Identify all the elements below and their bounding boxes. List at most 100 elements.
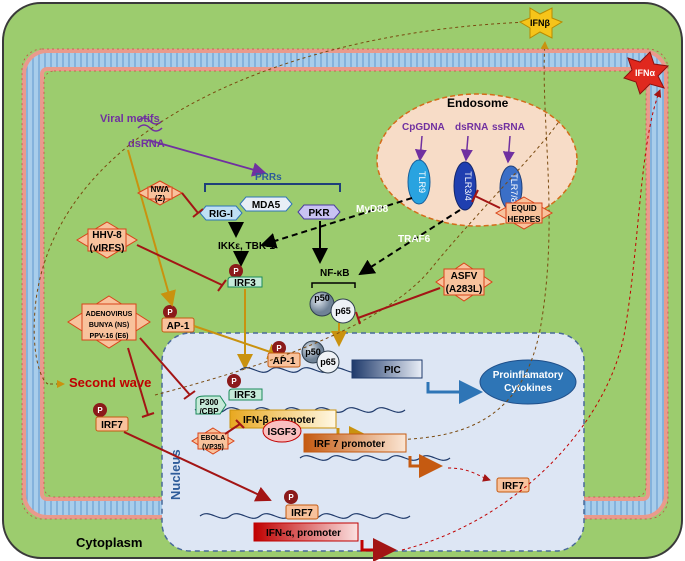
mda5-receptor: MDA5 [239, 196, 293, 212]
nucleus-label: Nucleus [168, 449, 183, 500]
hhv8-label-1: HHV-8 [92, 230, 122, 241]
dsrna-to-prrs-arrow [147, 139, 267, 177]
tlr34-label: TLR3/4 [463, 171, 473, 201]
irf3-nuc-p-label: P [231, 377, 237, 386]
prrs-bracket [204, 183, 341, 192]
ap1-nuc [267, 352, 301, 368]
endosome [376, 93, 578, 227]
irf7-cyto-label: IRF7 [101, 420, 123, 431]
nfkb-label: NF-κB [320, 268, 349, 279]
ifna-star [623, 51, 670, 95]
dsrna-strand-2 [137, 124, 163, 132]
adeno-label-1: ADENOVIRUS [86, 311, 133, 318]
tlr78-receptor: TLR7/8 [499, 165, 523, 211]
pkr-receptor: PKR [297, 204, 341, 220]
prrs-label: PRRs [255, 172, 282, 183]
cpgdna-label: CpGDNA [402, 122, 445, 133]
viral-motifs-label: Viral motifs [100, 113, 160, 125]
pkr-label: PKR [308, 208, 330, 219]
ssrna-label: ssRNA [492, 122, 525, 133]
proinflam-label-1: Proinflamatory [493, 370, 564, 381]
nfkb-p65 [330, 298, 356, 324]
nwa-z-inhibitor: NWA (Z) [136, 180, 184, 206]
equid-label-2: HERPES [508, 215, 542, 224]
irf7-cyto [95, 416, 129, 432]
irf3-p-label: P [233, 267, 239, 276]
ap1-cyto [161, 317, 195, 333]
mda5-label: MDA5 [252, 200, 281, 211]
pic-label: PIC [384, 365, 401, 376]
ifna-secretion-path [401, 89, 662, 551]
cytoplasm-label: Cytoplasm [76, 535, 142, 550]
ap1-nuc-label: AP-1 [273, 356, 296, 367]
irf3-nuc-label: IRF3 [234, 390, 256, 401]
endosome-dsrna-label: dsRNA [455, 122, 488, 133]
p300-label-1: P300 [200, 398, 219, 407]
myd88-label: MyD88 [356, 204, 389, 215]
irf7-output-label: IRF7 [502, 481, 524, 492]
ap1-p-label: P [167, 308, 173, 317]
ikke-label: IKKε, TBK-1 [218, 241, 275, 252]
tlr9-receptor: TLR9 [407, 159, 431, 205]
hhv8-inhibitor: HHV-8 (vIRFS) [76, 221, 138, 259]
asfv-label-2: (A283L) [446, 284, 483, 295]
second-wave-label: Second wave [69, 375, 151, 390]
irf7-nuc-p-label: P [288, 493, 294, 502]
ap1-cyto-label: AP-1 [167, 321, 190, 332]
rig-i-label: RIG-I [209, 209, 233, 220]
ebola-label-1: EBOLA [201, 435, 226, 442]
tlr78-label: TLR7/8 [509, 173, 519, 203]
ifnb-secretion-path [377, 41, 550, 441]
nfkb-p50-label: p50 [314, 293, 330, 303]
irf7-promoter-label: IRF 7 promoter [314, 439, 385, 450]
tlr9-label: TLR9 [417, 171, 427, 193]
irf7-nuc-label: IRF7 [291, 508, 313, 519]
asfv-label-1: ASFV [451, 271, 478, 282]
nuc-p50-label: p50 [305, 347, 321, 357]
adeno-label-2: BUNYA (NS) [89, 322, 129, 329]
p300-cbp [195, 395, 227, 415]
irf7-promoter [303, 433, 407, 453]
ifna-promoter [253, 522, 359, 542]
myd88-arrow [260, 197, 413, 249]
hhv8-label-2: (vIRFS) [90, 243, 125, 254]
isgf3 [262, 419, 302, 443]
dsrna-strand-1 [137, 117, 163, 125]
nuc-p65-label: p65 [320, 357, 336, 367]
ebola-label-2: (VP35) [202, 444, 224, 451]
ebola-inhibitor: EBOLA (VP35) [191, 427, 235, 455]
isgf3-label: ISGF3 [268, 427, 297, 438]
irf7-output [496, 477, 530, 493]
tlr34-receptor: TLR3/4 [453, 161, 477, 211]
ap1-nuc-p-label: P [276, 344, 282, 353]
irf3-nuc [228, 388, 263, 401]
ifna-label: IFNα [635, 68, 655, 78]
proinflam-label-2: Cytokines [504, 383, 552, 394]
adenovirus-inhibitor: ADENOVIRUS BUNYA (NS) PPV-16 (E6) [67, 295, 151, 349]
irf7-cyto-p-label: P [97, 406, 103, 415]
ifnb-label: IFNβ [530, 18, 550, 28]
asfv-inhibitor: ASFV (A283L) [435, 262, 493, 302]
viral-dsrna-label: dsRNA [128, 138, 165, 150]
p300-label-2: /CBP [199, 407, 219, 416]
second-wave-path [154, 119, 561, 396]
irf7-nuc [285, 504, 319, 520]
nwa-label-1: NWA [151, 185, 170, 194]
ifnb-star [518, 7, 564, 39]
ifna-promoter-label: IFN-α, promoter [266, 528, 341, 539]
proinflammatory-cytokines [479, 359, 577, 405]
adeno-label-3: PPV-16 (E6) [90, 333, 129, 340]
ifnb-feedback-path [33, 21, 531, 385]
nfkb-p65-label: p65 [335, 306, 351, 316]
pic-promoter [351, 359, 423, 379]
endosome-label: Endosome [447, 96, 509, 110]
traf6-label: TRAF6 [398, 234, 431, 245]
rig-i-receptor: RIG-I [199, 205, 243, 221]
irf3-phospho [229, 264, 243, 278]
equid-herpes-inhibitor: EQUID HERPES [494, 196, 554, 230]
irf3-cyto-label: IRF3 [234, 278, 256, 289]
equid-label-1: EQUID [511, 204, 537, 213]
irf3-cyto [227, 276, 263, 288]
